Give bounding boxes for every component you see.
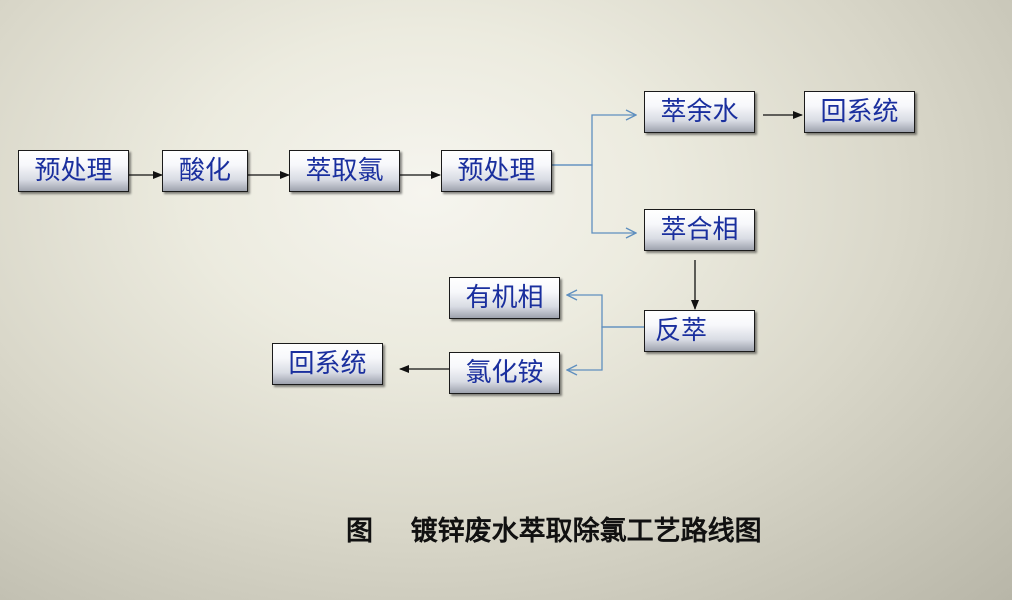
arrow-pretreat2-to-extract-phase [551,164,636,233]
node-pretreat-2: 预处理 [441,150,552,192]
node-strip: 反萃 [644,310,755,352]
node-raffinate-water: 萃余水 [644,91,755,133]
caption-title: 镀锌废水萃取除氯工艺路线图 [410,516,762,547]
node-loaded-phase: 萃合相 [644,209,755,251]
node-organic-phase: 有机相 [449,277,560,319]
arrow-strip-to-organic [567,295,645,328]
figure-caption: 图 镀锌废水萃取除氯工艺路线图 [346,512,762,552]
caption-spacer [382,516,401,547]
node-return-system-2: 回系统 [272,343,383,385]
node-extract-chlorine: 萃取氯 [289,150,400,192]
node-pretreat-1: 预处理 [18,150,129,192]
arrow-strip-to-ammonium [567,326,645,370]
caption-prefix: 图 [346,516,373,547]
node-acidify: 酸化 [162,150,248,192]
node-ammonium-chloride: 氯化铵 [449,352,560,394]
arrow-pretreat2-to-raffinate [551,115,636,166]
node-return-system-1: 回系统 [804,91,915,133]
